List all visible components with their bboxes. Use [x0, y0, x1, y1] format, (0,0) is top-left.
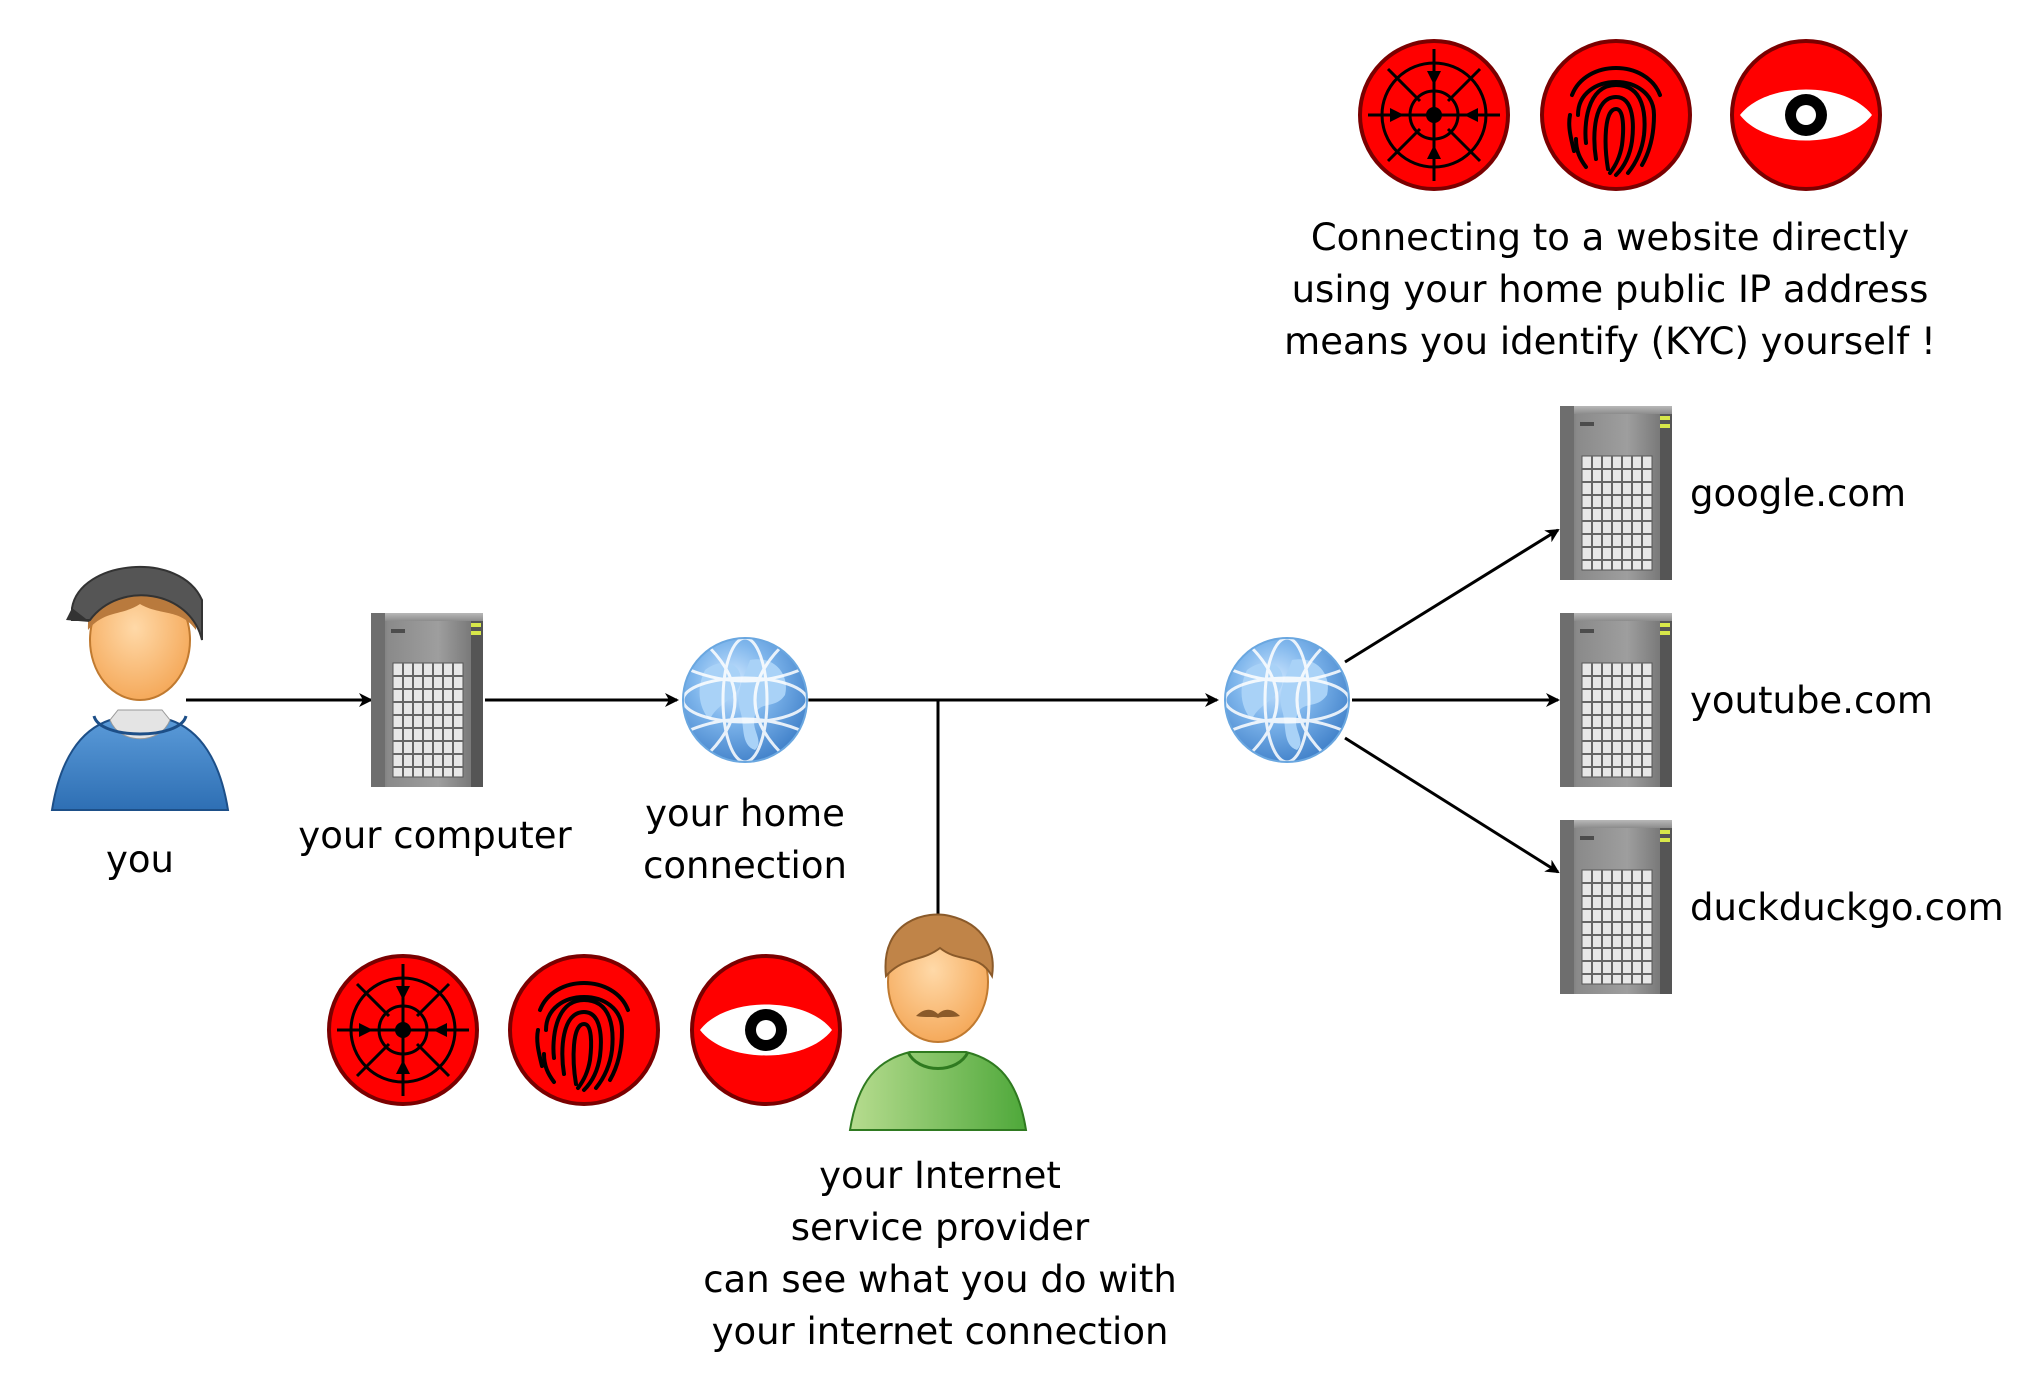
isp-threat-badges	[327, 954, 842, 1106]
youtube-server-icon	[1559, 612, 1673, 788]
computer-label: your computer	[298, 814, 572, 857]
fingerprint-icon	[508, 954, 660, 1106]
duckduckgo-label: duckduckgo.com	[1690, 886, 2004, 929]
target-icon	[327, 954, 479, 1106]
google-server-icon	[1559, 405, 1673, 581]
eye-icon	[690, 954, 842, 1106]
warning-text: Connecting to a website directly using y…	[1284, 216, 1936, 363]
internet-globe-icon	[1223, 636, 1351, 764]
home-connection-globe-icon	[681, 636, 809, 764]
youtube-label: youtube.com	[1690, 679, 1933, 722]
you-label: you	[106, 838, 174, 881]
website-threat-badges	[1358, 39, 1882, 191]
google-label: google.com	[1690, 472, 1907, 515]
eye-icon	[1730, 39, 1882, 191]
duckduckgo-server-icon	[1559, 819, 1673, 995]
edge-internet-google	[1344, 528, 1560, 664]
you-person-icon	[50, 565, 230, 811]
computer-server-icon	[370, 612, 484, 788]
isp-label: your Internet service provider can see w…	[703, 1154, 1177, 1353]
isp-person-icon	[848, 913, 1028, 1131]
connections	[186, 528, 1560, 930]
home-connection-label: your home connection	[643, 792, 847, 887]
edge-internet-duckduckgo	[1344, 736, 1560, 874]
target-icon	[1358, 39, 1510, 191]
fingerprint-icon	[1540, 39, 1692, 191]
